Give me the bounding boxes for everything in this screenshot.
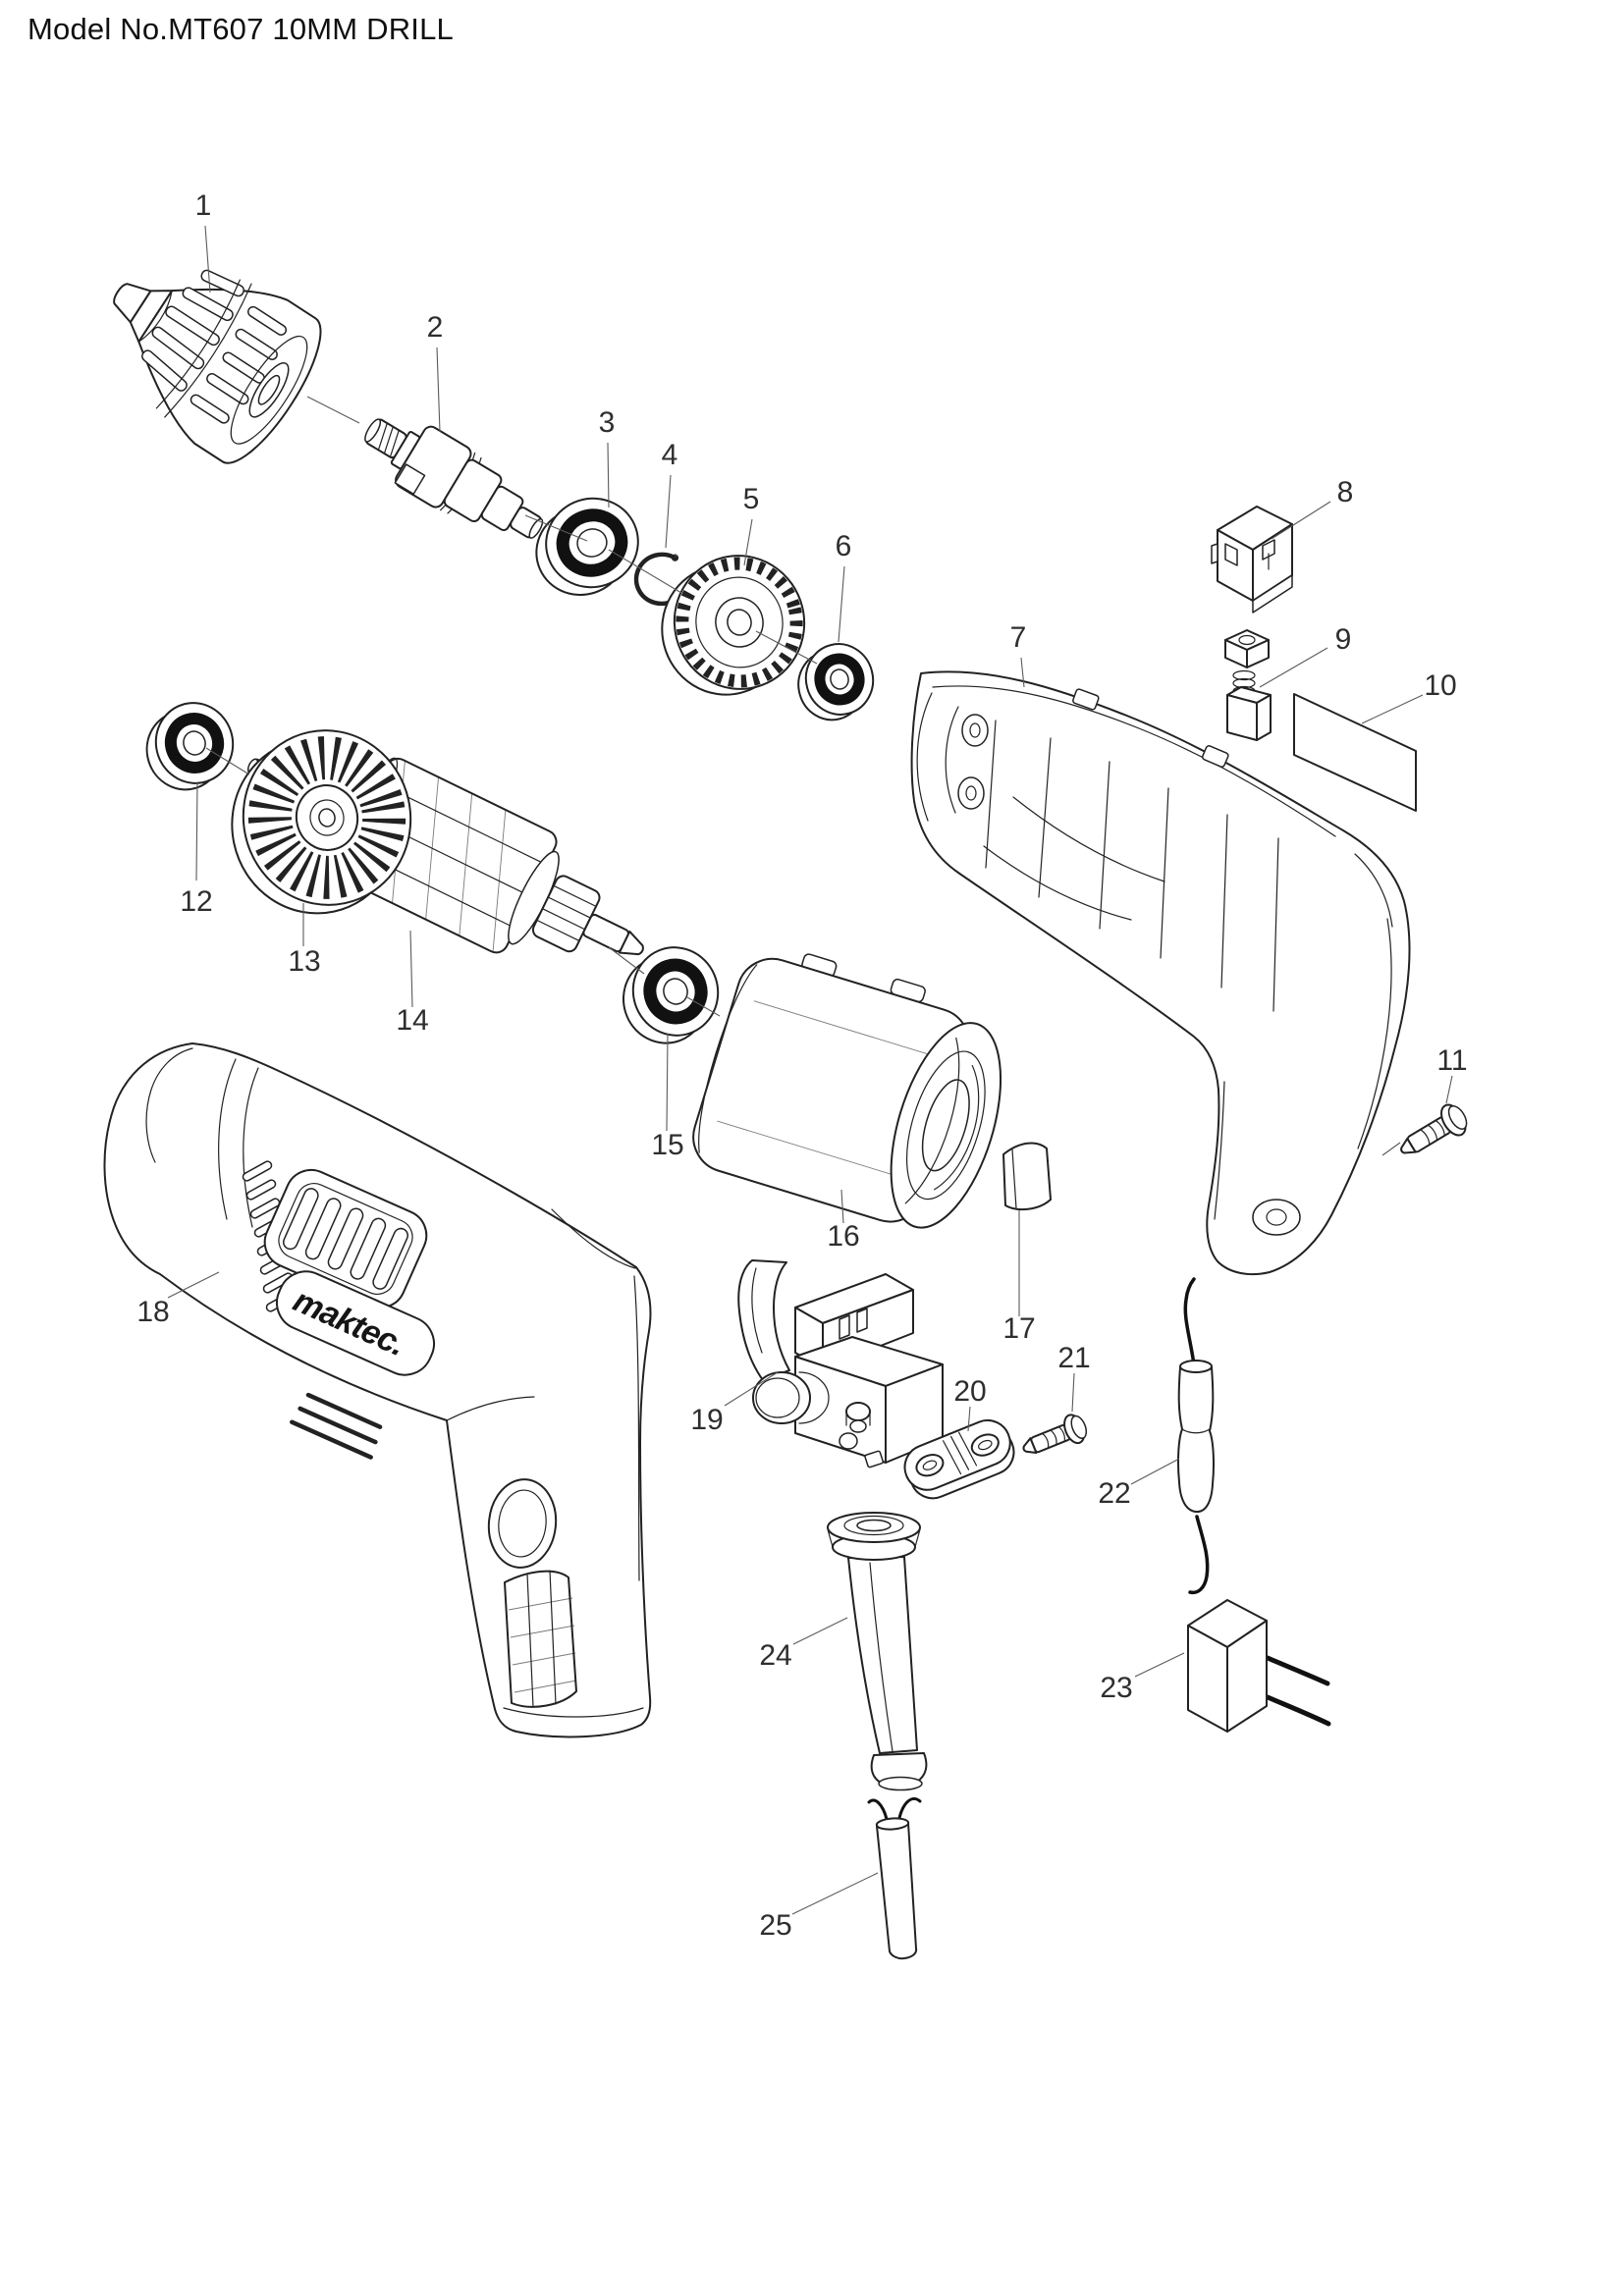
leader-line-15 [666,1033,669,1132]
leader-line-4 [665,474,672,549]
leader-line-21 [1071,1372,1075,1413]
part-16-field-stator-drawing [692,953,1002,1229]
part-callout-3: 3 [599,406,616,439]
part-callout-11: 11 [1436,1044,1467,1077]
part-3-ball-bearing-drawing [535,497,639,596]
part-7-housing-right-drawing [910,670,1411,1276]
part-callout-7: 7 [1010,621,1027,654]
part-9-carbon-brush-drawing [1224,629,1272,741]
part-callout-22: 22 [1098,1477,1130,1510]
part-callout-23: 23 [1100,1672,1132,1704]
part-6-ball-bearing-drawing [797,643,875,721]
part-callout-1: 1 [195,189,212,222]
part-callout-4: 4 [662,439,678,471]
leader-line-3 [607,442,610,508]
part-22-choke-coil-drawing [1177,1277,1215,1595]
part-callout-2: 2 [427,311,444,344]
part-callout-17: 17 [1002,1312,1035,1345]
part-callout-6: 6 [836,530,852,562]
part-callout-8: 8 [1337,476,1354,508]
leader-line-11 [1445,1075,1453,1104]
part-callout-5: 5 [743,483,760,515]
axis-line [306,396,360,424]
part-callout-10: 10 [1424,669,1456,702]
axis-line [205,747,250,775]
part-2-spindle-drawing [364,418,544,539]
leader-line-2 [436,347,441,433]
axis-line [524,514,588,542]
part-callout-9: 9 [1335,623,1352,656]
part-callout-24: 24 [759,1639,791,1672]
part-callout-20: 20 [953,1375,986,1408]
leader-line-22 [1130,1458,1180,1485]
leader-line-9 [1259,647,1328,688]
part-callout-16: 16 [827,1220,859,1253]
axis-line [686,996,721,1017]
part-callout-12: 12 [180,885,212,918]
leader-line-12 [195,781,198,881]
leader-line-7 [1020,657,1025,688]
part-11-screw-drawing [1400,1103,1468,1154]
leader-line-20 [967,1406,971,1432]
leader-line-1 [204,225,211,294]
part-callout-19: 19 [690,1404,723,1436]
leader-line-6 [838,565,845,643]
leader-line-24 [792,1617,848,1645]
leader-line-8 [1271,501,1331,540]
part-24-cord-guard-drawing [827,1512,928,1791]
leader-line-19 [724,1371,779,1407]
part-18-housing-left-drawing: maktec. [103,1042,652,1738]
part-1-drill-chuck-drawing [113,269,322,464]
part-13-fan-drawing [231,729,412,915]
trigger-opening [487,1478,558,1569]
part-callout-15: 15 [651,1129,683,1161]
part-callout-18: 18 [136,1296,169,1328]
leader-line-25 [791,1872,879,1915]
part-23-capacitor-drawing [1187,1599,1331,1733]
part-8-terminal-block-drawing [1211,506,1293,614]
part-5-gear-drawing [661,555,806,696]
part-15-ball-bearing-drawing [622,946,720,1044]
leader-line-23 [1134,1652,1185,1678]
leader-line-18 [167,1271,220,1299]
part-17-baffle-drawing [1002,1142,1052,1211]
axis-line [755,630,818,665]
part-callout-21: 21 [1057,1342,1090,1374]
axis-line [608,946,645,975]
part-21-screw-drawing [1022,1414,1088,1455]
part-callout-25: 25 [759,1909,791,1942]
leader-line-14 [409,930,413,1008]
page-title: Model No.MT607 10MM DRILL [27,12,454,46]
part-callout-14: 14 [396,1004,428,1037]
grip-serrations [290,1392,383,1460]
leader-line-10 [1361,694,1424,724]
callout-layer: 1234567891011121314151617181920212223242… [136,189,1467,1942]
part-19-switch-drawing [737,1259,944,1468]
part-12-ball-bearing-drawing [145,702,235,791]
leader-line-16 [840,1189,844,1224]
leader-line-5 [743,518,753,566]
axis-line [1381,1142,1401,1156]
part-callout-13: 13 [288,945,320,978]
part-20-cord-clamp-drawing [903,1419,1015,1500]
part-25-power-cord-drawing [867,1796,922,1960]
part-10-name-plate-drawing [1293,693,1417,812]
axis-line [608,549,682,594]
